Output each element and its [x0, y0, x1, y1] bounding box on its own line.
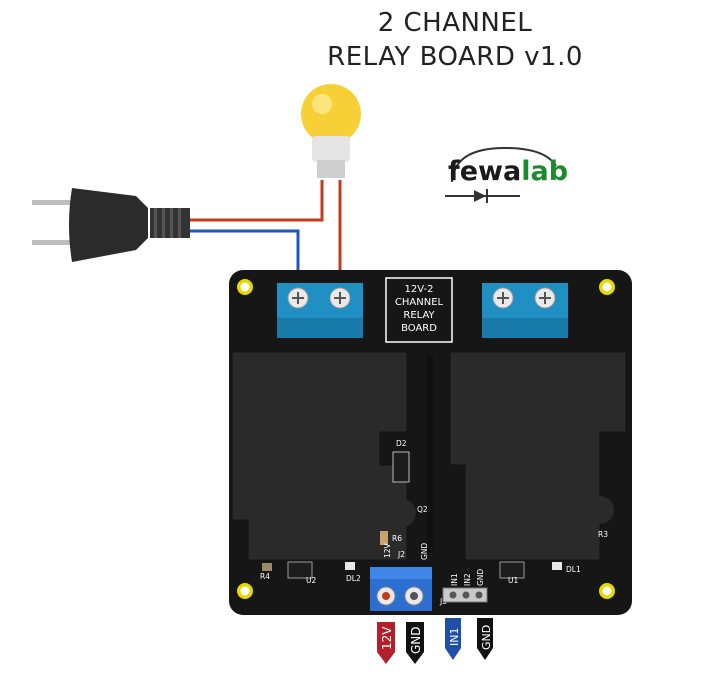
fewalab-logo: fewalab — [448, 156, 568, 187]
terminal-block-left — [277, 283, 363, 338]
label-dl2: DL2 — [346, 574, 361, 583]
j2-label-gnd: GND — [420, 543, 429, 560]
isolation-slot — [427, 355, 433, 555]
wire-tag-gnd-power: GND — [406, 622, 424, 664]
j3-label-gnd: GND — [476, 569, 485, 586]
title-line-2: RELAY BOARD v1.0 — [327, 42, 583, 72]
power-connector-j2 — [370, 567, 432, 611]
transistor-q2 — [388, 499, 416, 527]
resistor-r6 — [380, 531, 388, 545]
j3-label-in2: IN2 — [463, 573, 472, 586]
silk-label-box — [385, 277, 453, 343]
resistor-r4 — [262, 563, 272, 571]
led-dl1 — [552, 562, 562, 570]
ic-u2 — [287, 561, 313, 579]
logo-arc — [451, 146, 557, 183]
svg-text:GND: GND — [480, 625, 493, 650]
wire-tag-gnd-signal: GND — [477, 618, 493, 660]
label-u1: U1 — [508, 576, 518, 585]
signal-header-j3 — [442, 587, 488, 603]
logo-diode-icon — [445, 189, 520, 203]
logo-text-fewa: fewa — [448, 156, 522, 187]
label-q2: Q2 — [417, 505, 428, 514]
relay-right — [449, 351, 627, 561]
light-bulb-icon — [301, 84, 361, 178]
label-u2: U2 — [306, 576, 316, 585]
label-d2: D2 — [396, 439, 407, 448]
diode-d2 — [392, 451, 410, 483]
label-dl1: DL1 — [566, 565, 581, 574]
wire-tag-12v: 12V — [377, 622, 395, 664]
live-wire-to-bulb — [190, 180, 324, 222]
transistor-q1 — [586, 496, 614, 524]
silk-label-line-3: RELAY — [403, 310, 435, 321]
terminal-block-right — [482, 283, 568, 338]
power-plug-icon — [32, 188, 190, 262]
logo-text-lab: lab — [521, 156, 569, 187]
j2-label-12v: 12V — [383, 542, 392, 558]
mounting-holes — [237, 279, 615, 599]
wire-tag-in1: IN1 — [445, 618, 461, 660]
ic-u1 — [499, 561, 525, 579]
title-line-1: 2 CHANNEL — [377, 8, 533, 38]
label-r3: R3 — [598, 530, 608, 539]
led-dl2 — [345, 562, 355, 570]
svg-text:GND: GND — [409, 626, 423, 654]
silk-label-line-2: CHANNEL — [395, 297, 444, 308]
j3-label-in1: IN1 — [450, 573, 459, 586]
silk-label-line-1: 12V-2 — [405, 284, 434, 295]
svg-text:IN1: IN1 — [448, 628, 461, 646]
silk-label-line-4: BOARD — [401, 323, 437, 334]
label-r6: R6 — [392, 534, 402, 543]
label-r4: R4 — [260, 572, 270, 581]
svg-text:12V: 12V — [380, 626, 394, 650]
label-j2: J2 — [397, 550, 405, 559]
